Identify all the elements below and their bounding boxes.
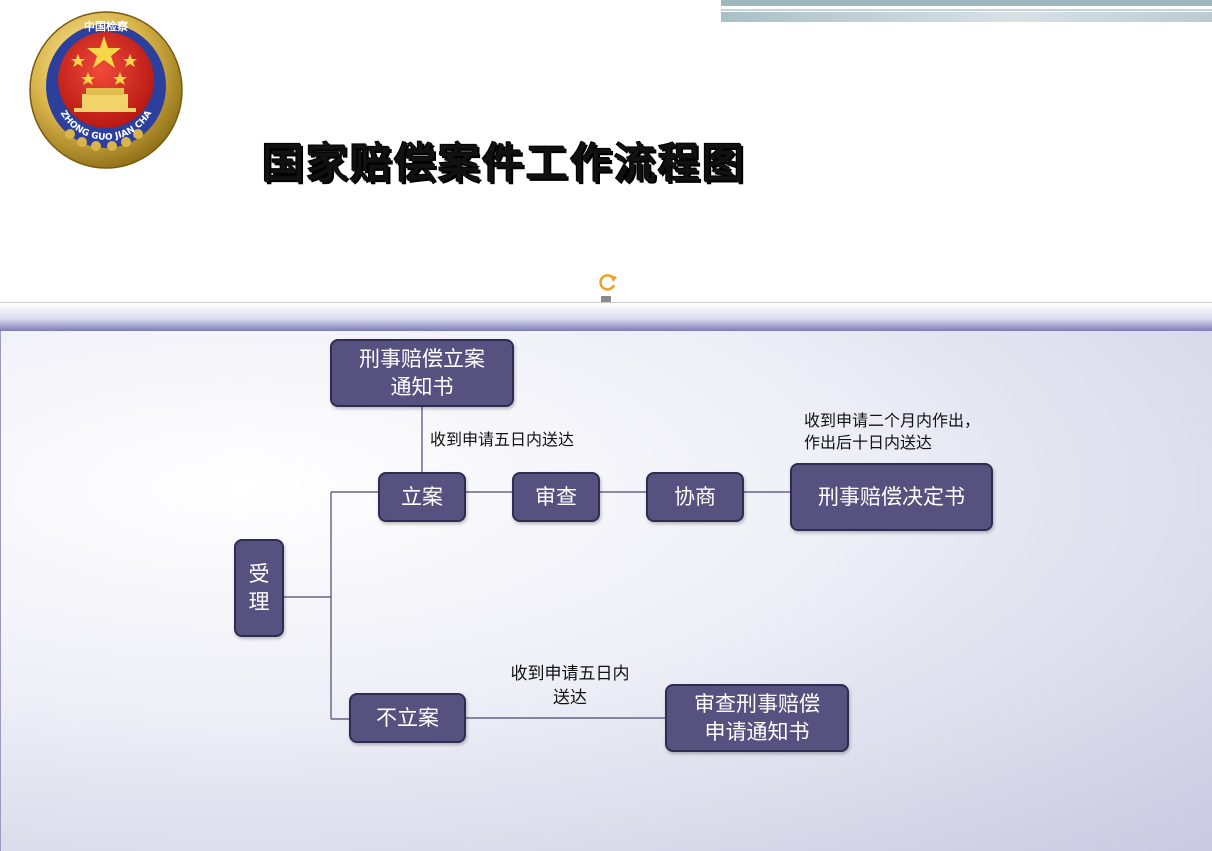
node-no-filing[interactable]: 不立案 [349, 693, 466, 743]
label-five-days-bottom-line2: 送达 [553, 688, 587, 708]
rotate-icon[interactable] [597, 272, 619, 294]
label-five-days-bottom: 收到申请五日内 送达 [500, 662, 640, 710]
decor-bar-bottom [721, 12, 1212, 22]
node-accept-line1: 受 [248, 562, 270, 586]
node-file-case-label: 立案 [401, 485, 443, 509]
node-file-case[interactable]: 立案 [378, 472, 466, 522]
node-decision-label: 刑事赔偿决定书 [818, 485, 965, 509]
slide-canvas [0, 331, 1212, 851]
node-filing-notice-line1: 刑事赔偿立案 [359, 347, 485, 371]
emblem-top-text: 中国检察 [84, 19, 129, 33]
decor-bar-mid [721, 9, 1212, 11]
node-review-notice-line2: 申请通知书 [704, 720, 810, 744]
selection-handle[interactable] [601, 296, 611, 306]
divider [0, 302, 1212, 303]
label-two-months-line2: 作出后十日内送达 [804, 433, 933, 452]
node-accept-line2: 理 [248, 590, 270, 614]
label-two-months: 收到申请二个月内作出， 作出后十日内送达 [804, 410, 980, 454]
decor-bar-top [721, 0, 1212, 6]
page-title: 国家赔偿案件工作流程图 [262, 139, 747, 188]
node-no-filing-label: 不立案 [376, 706, 439, 730]
node-review-notice-line1: 审查刑事赔偿 [694, 692, 820, 716]
label-five-days-top: 收到申请五日内送达 [430, 430, 575, 449]
node-negotiate-label: 协商 [674, 485, 716, 509]
node-filing-notice[interactable]: 刑事赔偿立案 通知书 [330, 339, 514, 407]
node-review-notice[interactable]: 审查刑事赔偿 申请通知书 [665, 684, 849, 752]
procuratorate-emblem-icon: 中国检察 ZHONG GUO JIAN CHA [26, 6, 186, 170]
node-review-label: 审查 [535, 485, 577, 509]
label-two-months-line1: 收到申请二个月内作出， [804, 411, 981, 430]
slide-top-band [0, 303, 1212, 331]
label-five-days-bottom-line1: 收到申请五日内 [510, 664, 630, 684]
title-area: 中国检察 ZHONG GUO JIAN CHA 国家赔偿案件工作流程图 [0, 0, 1212, 306]
node-review[interactable]: 审查 [512, 472, 600, 522]
node-filing-notice-line2: 通知书 [390, 375, 454, 399]
node-accept[interactable]: 受 理 [234, 539, 284, 637]
node-decision[interactable]: 刑事赔偿决定书 [790, 463, 993, 531]
node-negotiate[interactable]: 协商 [646, 472, 744, 522]
